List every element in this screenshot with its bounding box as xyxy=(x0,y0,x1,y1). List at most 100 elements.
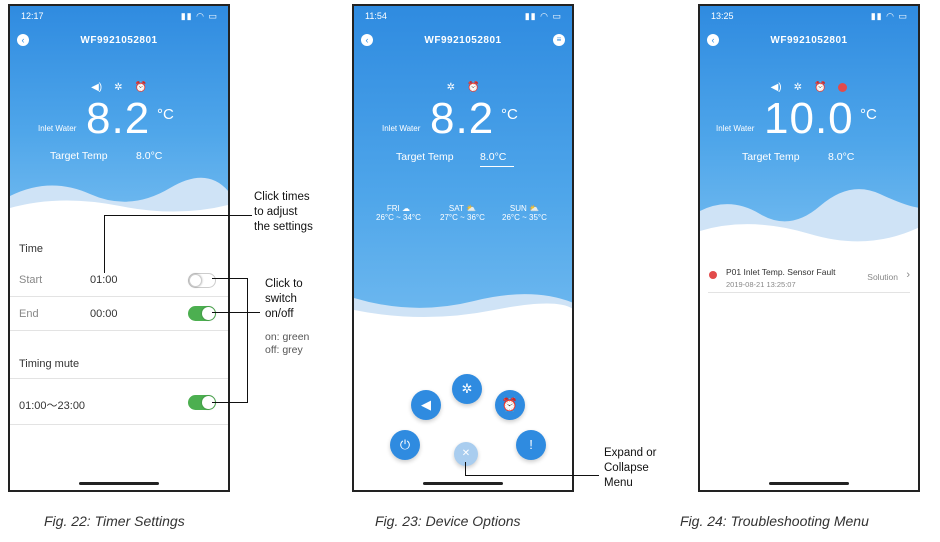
annotation-line: the settings xyxy=(254,221,313,233)
inlet-temperature: 8.2 xyxy=(86,94,151,143)
end-toggle[interactable] xyxy=(188,306,216,321)
fault-icon xyxy=(838,82,848,92)
device-id: WF9921052801 xyxy=(424,35,502,46)
start-toggle[interactable] xyxy=(188,273,216,288)
temperature-unit: °C xyxy=(860,106,877,123)
status-icons: ✲⏰ xyxy=(354,82,572,93)
back-icon[interactable]: ‹ xyxy=(17,34,29,46)
home-indicator xyxy=(423,482,503,485)
callout-line xyxy=(212,278,248,279)
wave-decoration xyxy=(700,189,918,261)
caption-fig24: Fig. 24: Troubleshooting Menu xyxy=(680,513,869,529)
target-temp-value[interactable]: 8.0°C xyxy=(136,150,163,162)
forecast-day-row: FRI ☁ xyxy=(376,204,421,213)
status-time: 13:25 xyxy=(711,11,734,21)
status-icons: ◀) ✲ ⏰ xyxy=(700,82,918,93)
device-id: WF9921052801 xyxy=(770,35,848,46)
callout-line xyxy=(247,278,248,403)
header-background xyxy=(354,6,572,326)
temperature-unit: °C xyxy=(157,106,174,123)
sun-icon: ✲ xyxy=(114,82,123,93)
annotation-line: Menu xyxy=(604,477,633,489)
inlet-label: Inlet Water xyxy=(382,124,421,133)
speaker-icon: ◀) xyxy=(91,82,103,93)
target-temp-value[interactable]: 8.0°C xyxy=(480,151,507,163)
solution-link[interactable]: Solution xyxy=(867,272,898,282)
speaker-icon[interactable]: ◀ xyxy=(411,390,441,420)
cloud-icon: ⛅ xyxy=(465,204,476,213)
callout-line xyxy=(212,402,248,403)
toggle-knob xyxy=(202,396,215,409)
fault-list-item[interactable]: P01 Inlet Temp. Sensor Fault 2019-08-21 … xyxy=(700,264,918,294)
divider xyxy=(708,292,910,293)
wave-decoration xyxy=(10,177,228,226)
callout-line xyxy=(465,462,466,476)
caption-fig22: Fig. 22: Timer Settings xyxy=(44,513,185,529)
home-indicator xyxy=(769,482,849,485)
speaker-icon: ◀) xyxy=(770,82,782,93)
phone-timer-settings: 12:17 ▮▮ ◠ ▭ ‹ WF9921052801 ◀)✲⏰ Inlet W… xyxy=(8,4,230,492)
callout-line xyxy=(104,215,252,216)
wave-decoration xyxy=(354,294,572,336)
forecast-range: 26°C ~ 35°C xyxy=(502,213,547,222)
alarm-clock-icon[interactable]: ⏰ xyxy=(495,390,525,420)
annotation-line: Click times xyxy=(254,191,310,203)
target-temp-label: Target Temp xyxy=(396,151,454,163)
sun-icon: ✲ xyxy=(446,82,455,93)
forecast-day: SAT xyxy=(448,204,464,213)
forecast-fri: FRI ☁ 26°C ~ 34°C xyxy=(376,204,421,222)
status-bar: 11:54 ▮▮ ◠ ▭ xyxy=(354,11,572,25)
annotation-click-switch: Click to switch on/off xyxy=(265,277,303,322)
annotation-on-off: on: green off: grey xyxy=(265,331,309,357)
power-icon[interactable]: ⏻ xyxy=(390,430,420,460)
inlet-temperature: 10.0 xyxy=(764,94,854,143)
forecast-sun: SUN ⛅ 26°C ~ 35°C xyxy=(502,204,547,222)
temperature-unit: °C xyxy=(501,106,518,123)
annotation-click-times: Click times to adjust the settings xyxy=(254,190,313,235)
end-time-value[interactable]: 00:00 xyxy=(90,308,118,320)
mute-range-value[interactable]: 01:00～23:00 xyxy=(19,400,86,412)
menu-icon[interactable]: ≡ xyxy=(553,34,565,46)
status-icons: ◀) ✲ ⏰ xyxy=(10,82,228,93)
target-temp-label: Target Temp xyxy=(50,150,108,162)
sun-icon[interactable]: ✲ xyxy=(452,374,482,404)
start-label: Start xyxy=(19,274,43,286)
forecast-day: FRI xyxy=(386,204,400,213)
annotation-line: to adjust xyxy=(254,206,298,218)
close-icon[interactable]: ✕ xyxy=(454,442,478,466)
timing-mute-heading: Timing mute xyxy=(19,358,80,370)
divider xyxy=(10,296,228,297)
annotation-line: switch xyxy=(265,293,297,305)
sun-icon: ✲ xyxy=(793,82,802,93)
inlet-label: Inlet Water xyxy=(38,124,77,133)
cloud-icon: ⛅ xyxy=(529,204,539,213)
annotation-line: on/off xyxy=(265,308,294,320)
signal-battery-icon: ▮▮ ◠ ▭ xyxy=(870,11,908,21)
status-time: 12:17 xyxy=(21,11,44,21)
caption-fig23: Fig. 23: Device Options xyxy=(375,513,521,529)
target-temp-label: Target Temp xyxy=(742,151,800,163)
fault-dot-icon xyxy=(709,271,717,279)
signal-battery-icon: ▮▮ ◠ ▭ xyxy=(524,11,562,21)
target-underline xyxy=(480,166,514,167)
callout-line xyxy=(212,312,260,313)
forecast-range: 26°C ~ 34°C xyxy=(376,213,421,222)
forecast-day: SUN xyxy=(509,204,527,213)
chevron-right-icon[interactable]: › xyxy=(906,269,910,281)
annotation-line: off: grey xyxy=(265,344,303,356)
annotation-line: Click to xyxy=(265,278,303,290)
divider xyxy=(10,330,228,331)
annotation-expand-menu: Expand or Collapse Menu xyxy=(604,446,656,491)
alarm-clock-icon: ⏰ xyxy=(134,82,147,93)
start-time-value[interactable]: 01:00 xyxy=(90,274,118,286)
mute-toggle[interactable] xyxy=(188,395,216,410)
back-icon[interactable]: ‹ xyxy=(707,34,719,46)
back-icon[interactable]: ‹ xyxy=(361,34,373,46)
forecast-day-row: SAT ⛅ xyxy=(440,204,485,213)
status-bar: 13:25 ▮▮ ◠ ▭ xyxy=(700,11,918,25)
divider xyxy=(10,378,228,379)
time-heading: Time xyxy=(19,243,44,255)
alarm-clock-icon: ⏰ xyxy=(813,82,827,93)
fault-icon[interactable]: ! xyxy=(516,430,546,460)
end-label: End xyxy=(19,308,39,320)
